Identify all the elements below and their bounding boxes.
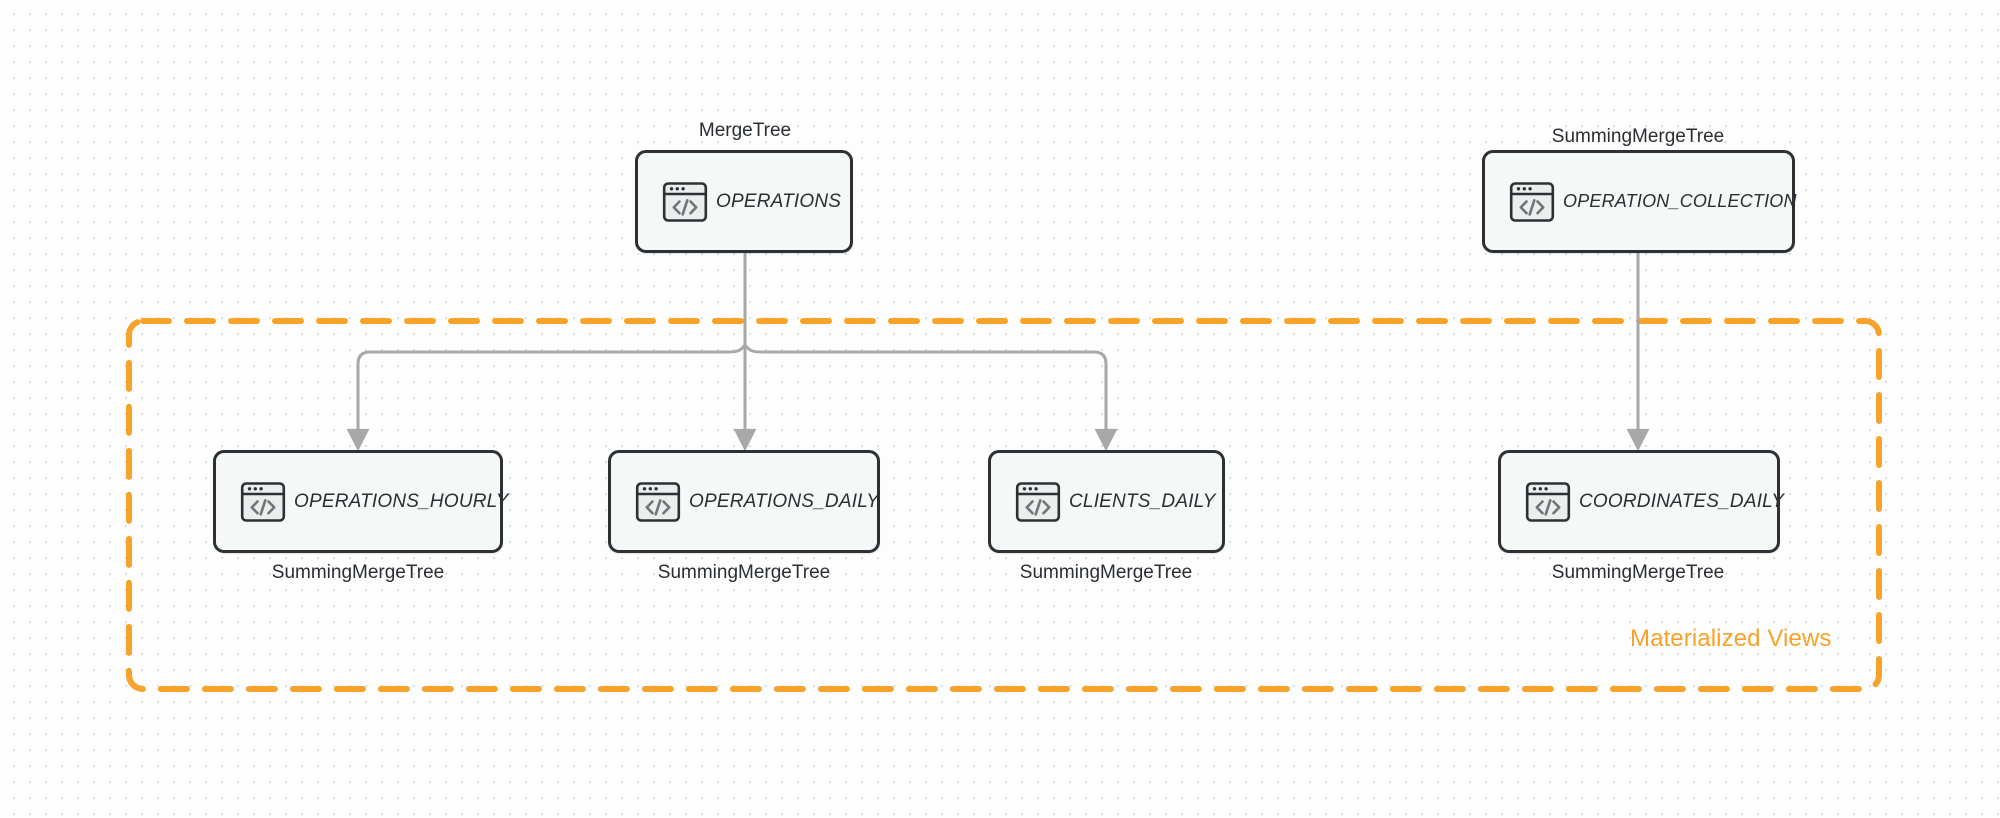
materialized-views-label: Materialized Views (1630, 625, 1832, 652)
node-label-coordinates-daily: COORDINATES_DAILY (1579, 490, 1785, 512)
code-window-icon (1525, 479, 1571, 525)
node-label-operation-collection: OPERATION_COLLECTION (1563, 191, 1797, 211)
node-label-operations-daily: OPERATIONS_DAILY (689, 490, 880, 512)
engine-caption-operations: MergeTree (698, 120, 792, 141)
engine-caption-coordinates-daily: SummingMergeTree (1551, 562, 1725, 583)
code-window-icon (1509, 179, 1555, 225)
code-window-icon (240, 479, 286, 525)
code-window-icon (635, 479, 681, 525)
engine-caption-operation-collection: SummingMergeTree (1551, 126, 1725, 147)
node-operations-hourly[interactable]: OPERATIONS_HOURLY (213, 450, 508, 553)
materialized-views-group (126, 318, 1882, 692)
node-label-operations-hourly: OPERATIONS_HOURLY (294, 490, 509, 512)
engine-caption-operations-daily: SummingMergeTree (657, 562, 831, 583)
node-operations[interactable]: OPERATIONS (635, 150, 853, 253)
engine-caption-operations-hourly: SummingMergeTree (271, 562, 445, 583)
node-clients-daily[interactable]: CLIENTS_DAILY (988, 450, 1225, 553)
node-label-operations: OPERATIONS (716, 190, 842, 212)
materialized-views-dashed-border (126, 318, 1882, 692)
engine-caption-clients-daily: SummingMergeTree (1019, 562, 1193, 583)
node-operation-collection[interactable]: OPERATION_COLLECTION (1482, 150, 1797, 253)
node-label-clients-daily: CLIENTS_DAILY (1069, 490, 1216, 512)
code-window-icon (662, 179, 708, 225)
node-coordinates-daily[interactable]: COORDINATES_DAILY (1498, 450, 1784, 553)
node-operations-daily[interactable]: OPERATIONS_DAILY (608, 450, 880, 553)
code-window-icon (1015, 479, 1061, 525)
